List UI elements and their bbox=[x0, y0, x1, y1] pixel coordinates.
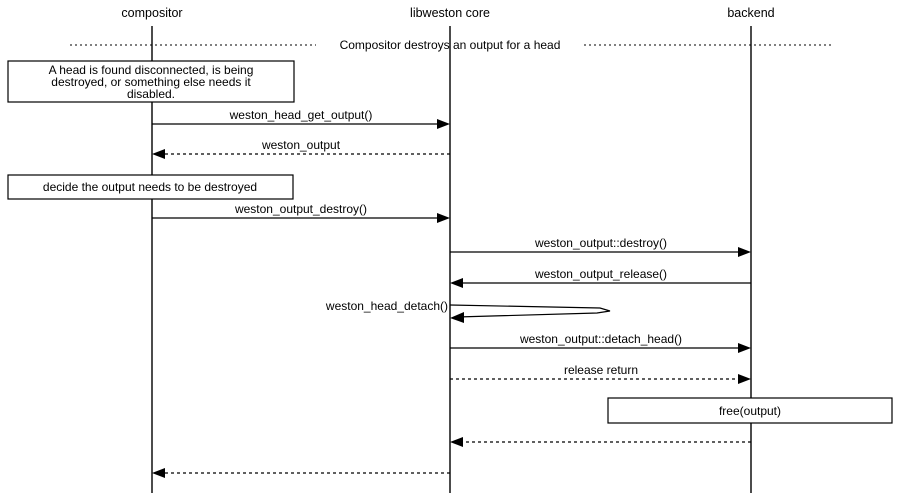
message-weston-output-return-arrowhead bbox=[152, 149, 165, 159]
message-weston-output-detach-head-label: weston_output::detach_head() bbox=[519, 332, 682, 346]
message-weston-output-return-label: weston_output bbox=[261, 138, 341, 152]
message-release-return-arrowhead bbox=[738, 374, 751, 384]
message-weston-output-release-arrowhead bbox=[450, 278, 463, 288]
message-weston-head-get-output: weston_head_get_output() bbox=[152, 108, 450, 129]
note-free-output-box bbox=[607, 397, 893, 424]
note-decide-destroy: decide the output needs to be destroyed bbox=[7, 174, 294, 200]
message-weston-output-detach-head-arrowhead bbox=[738, 343, 751, 353]
separator-label: Compositor destroys an output for a head bbox=[340, 38, 561, 52]
participant-label-backend: backend bbox=[727, 6, 774, 20]
participant-label-compositor: compositor bbox=[121, 6, 182, 20]
message-weston-output-detach-head: weston_output::detach_head() bbox=[450, 332, 751, 353]
message-weston-output-colon-destroy-label: weston_output::destroy() bbox=[534, 236, 667, 250]
note-decide-destroy-line-1: decide the output needs to be destroyed bbox=[43, 180, 257, 194]
participant-label-libweston-core: libweston core bbox=[410, 6, 490, 20]
message-weston-head-get-output-arrowhead bbox=[437, 119, 450, 129]
note-free-output: free(output) bbox=[607, 397, 893, 424]
message-weston-output-colon-destroy-arrowhead bbox=[738, 247, 751, 257]
note-free-output-line-1: free(output) bbox=[719, 404, 781, 418]
message-weston-output-destroy-arrowhead bbox=[437, 213, 450, 223]
message-weston-output-colon-destroy: weston_output::destroy() bbox=[450, 236, 751, 257]
message-weston-output-destroy: weston_output_destroy() bbox=[152, 202, 450, 223]
message-core-return-arrowhead bbox=[152, 468, 165, 478]
selfcall-weston-head-detach-label: weston_head_detach() bbox=[325, 299, 448, 313]
note-head-disconnected: A head is found disconnected, is being d… bbox=[7, 60, 295, 103]
message-backend-return-arrowhead bbox=[450, 437, 463, 447]
note-head-disconnected-line-3: disabled. bbox=[127, 87, 175, 101]
message-release-return: release return bbox=[450, 363, 751, 384]
message-weston-output-release-label: weston_output_release() bbox=[534, 267, 667, 281]
selfcall-weston-head-detach-arrowhead bbox=[450, 312, 464, 323]
note-decide-destroy-box bbox=[7, 174, 294, 200]
separator-compositor-destroys-output: Compositor destroys an output for a head bbox=[70, 38, 832, 52]
note-head-disconnected-box bbox=[7, 60, 295, 103]
selfcall-weston-head-detach-loop bbox=[449, 304, 611, 318]
message-weston-output-destroy-label: weston_output_destroy() bbox=[234, 202, 367, 216]
message-weston-head-get-output-label: weston_head_get_output() bbox=[229, 108, 373, 122]
selfcall-weston-head-detach: weston_head_detach() bbox=[325, 299, 611, 323]
message-core-return bbox=[152, 468, 450, 478]
message-backend-return bbox=[450, 437, 751, 447]
message-weston-output-return: weston_output bbox=[152, 138, 450, 159]
message-release-return-label: release return bbox=[564, 363, 638, 377]
message-weston-output-release: weston_output_release() bbox=[450, 267, 751, 288]
note-head-disconnected-line-1: A head is found disconnected, is being bbox=[49, 63, 254, 77]
participant-headers: compositor libweston core backend bbox=[121, 6, 774, 20]
note-head-disconnected-line-2: destroyed, or something else needs it bbox=[51, 75, 251, 89]
